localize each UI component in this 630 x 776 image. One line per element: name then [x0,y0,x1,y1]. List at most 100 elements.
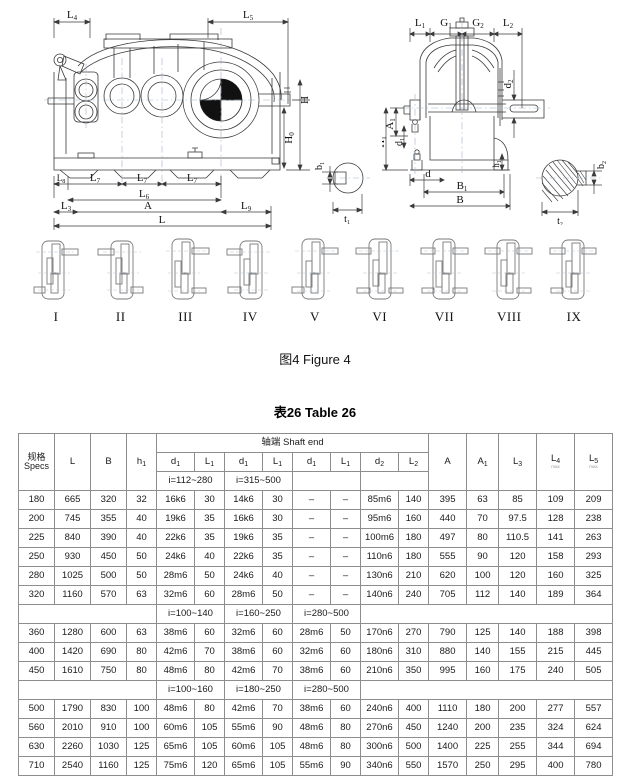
cell-L2: 180 [397,528,430,548]
cell-A1: 225 [466,737,500,757]
variant-V: V [289,235,341,335]
ratio-pad-cell [537,605,575,624]
cell-A: 1240 [428,718,468,738]
cell-A: 1570 [428,756,468,776]
dim-label-L4: L4 [67,9,78,22]
ratio-pad-cell [499,681,537,700]
cell-L2: 270 [397,623,430,643]
dim-label-t2: t2 [557,216,563,225]
cell-h1: 63 [126,623,157,643]
variant-label: VIII [497,309,522,324]
cell-d1a: 22k6 [156,528,195,548]
cell-B: 1030 [90,737,127,757]
cell-B: 570 [90,585,127,605]
cell-A1: 180 [466,699,500,719]
dim-label-A: A [144,200,152,212]
cell-L4: 160 [536,566,576,586]
dim-label-L6: L6 [139,188,150,201]
ratio-pad-cell [126,680,157,700]
cell-L1c: 90 [330,756,361,776]
dim-label-L3: L3 [61,200,72,213]
cell-d1a: 48m6 [156,661,195,681]
cell-L4: 344 [536,737,576,757]
cell-d1c: – [292,566,331,586]
cell-d1a: 38m6 [156,623,195,643]
variant-icon-VII [420,238,468,300]
cell-L: 2010 [54,718,91,738]
cell-L1b: 30 [262,509,293,529]
cell-L3: 110.5 [498,528,538,548]
ratio-pad-cell [54,680,91,700]
variant-label: VII [434,309,455,324]
dim-label-b2: b2 [596,161,608,169]
cell-L5: 364 [574,585,614,605]
cell-d2: 100m6 [360,528,399,548]
cell-L: 745 [54,509,91,529]
cell-L5: 398 [574,623,614,643]
ratio-pad-cell [467,681,499,700]
cell-L2: 310 [397,642,430,662]
cell-specs: 500 [18,699,55,719]
cell-h1: 80 [126,661,157,681]
cell-L4: 240 [536,661,576,681]
cell-h1: 100 [126,699,157,719]
cell-d1b: 60m6 [224,737,263,757]
variant-label: VI [372,309,388,324]
header-L2: L2 [397,452,430,472]
cell-L1c: – [330,528,361,548]
cell-d2: 340n6 [360,756,399,776]
cell-L4: 188 [536,623,576,643]
cell-L2: 210 [397,566,430,586]
cell-L2: 140 [397,490,430,510]
cell-d1a: 60m6 [156,718,195,738]
cell-d1a: 75m6 [156,756,195,776]
cell-L3: 140 [498,585,538,605]
ratio-range-1: i=112~280 [156,471,225,491]
cell-L: 2260 [54,737,91,757]
cell-L1b: 35 [262,547,293,567]
cell-d2: 130n6 [360,566,399,586]
cell-d1c: – [292,585,331,605]
cell-L2: 180 [397,547,430,567]
cell-L2: 350 [397,661,430,681]
cell-L: 1025 [54,566,91,586]
cell-A1: 63 [466,490,500,510]
cell-L1a: 30 [194,490,225,510]
variant-icon-II [97,240,144,300]
cell-B: 390 [90,528,127,548]
cell-d1c: 48m6 [292,737,331,757]
dim-label-L7-c: L7 [187,172,198,185]
cell-L1b: 90 [262,718,293,738]
variant-VIII: VIII [483,235,535,335]
cell-d2: 240n6 [360,699,399,719]
cell-d2: 180n6 [360,642,399,662]
cell-h1: 32 [126,490,157,510]
header-d1-b: d1 [224,452,263,472]
table-title: 表26 Table 26 [273,405,357,420]
cell-specs: 180 [18,490,55,510]
left-elevation-drawing: L4 L5 H H0 L8 L7 L7 L7 L6 L3 A L9 L [44,9,311,230]
dim-label-d: d [425,168,431,180]
variant-icon-IX [549,239,597,300]
ratio-pad-cell [574,604,614,624]
cell-L2: 450 [397,718,430,738]
dim-label-d2: d2 [502,79,515,89]
cell-specs: 400 [18,642,55,662]
dim-label-L9: L9 [241,200,252,213]
cell-d2: 300n6 [360,737,399,757]
cell-d1a: 42m6 [156,642,195,662]
keyway-detail-right: b2 t2 [536,159,608,225]
mounting-variants-row: I II [0,235,630,335]
cell-d1a: 24k6 [156,547,195,567]
cell-L1b: 70 [262,699,293,719]
cell-h1: 125 [126,756,157,776]
cell-L1b: 105 [262,737,293,757]
cell-A: 1400 [428,737,468,757]
dim-label-L5: L5 [243,9,254,22]
header-L1-a: L1 [194,452,225,472]
